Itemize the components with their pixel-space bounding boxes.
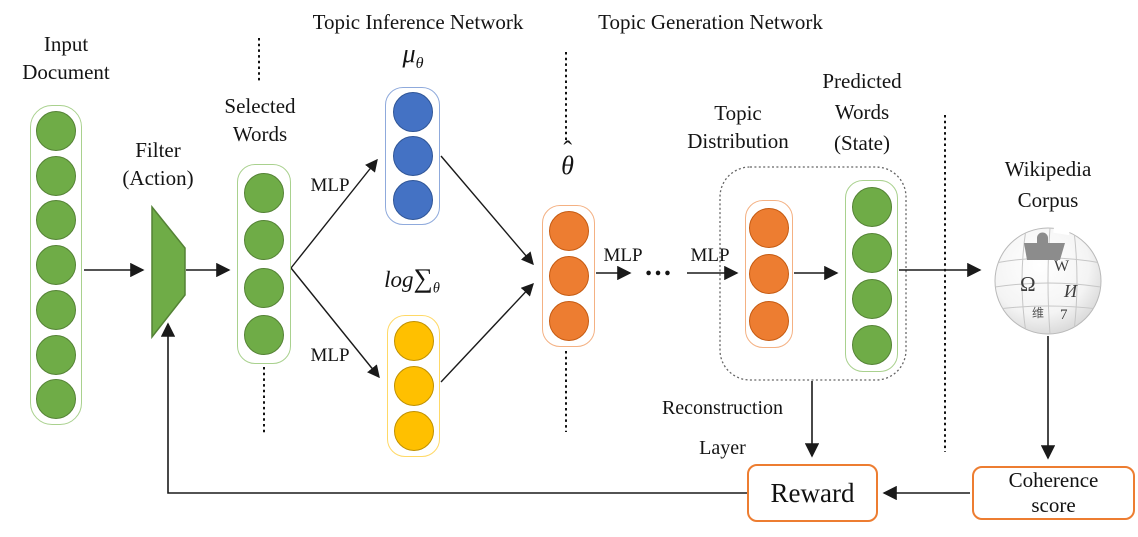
mu-symbol: μ — [402, 39, 416, 68]
theta-hat-column — [542, 205, 595, 347]
label-predicted-line1: Predicted — [822, 69, 902, 93]
arrow-reward-to-filter — [160, 322, 747, 494]
node-circle — [244, 172, 284, 213]
log-sigma-column — [387, 315, 440, 457]
coherence-label-line2: score — [1031, 493, 1076, 517]
filter-shape — [151, 204, 186, 340]
label-mlp-lower: MLP — [310, 345, 350, 366]
label-topicdist-line1: Topic — [714, 101, 762, 125]
globe-glyph-w: W — [1054, 258, 1070, 275]
label-reconstruction-layer: Reconstruction Layer — [645, 388, 800, 468]
node-circle — [36, 289, 76, 330]
label-reconstruction-line2: Layer — [699, 437, 746, 459]
title-topic-generation-network: Topic Generation Network — [598, 10, 823, 34]
label-filter-line2: (Action) — [122, 166, 194, 190]
node-circle — [36, 200, 76, 241]
label-input-line1: Input — [43, 32, 89, 56]
label-mlp-topicdist-in: MLP — [690, 245, 730, 266]
node-circle — [36, 245, 76, 285]
node-circle — [393, 321, 434, 361]
topic-distribution-column — [745, 200, 793, 348]
node-circle — [392, 180, 433, 220]
reconstruction-layer-box — [719, 166, 907, 381]
label-filter-line1: Filter — [135, 138, 181, 162]
predicted-words-column — [845, 180, 898, 372]
node-circle — [392, 92, 433, 132]
node-circle — [244, 315, 284, 356]
label-reconstruction-line1: Reconstruction — [661, 397, 784, 419]
node-circle — [851, 187, 892, 227]
label-wikipedia-line2: Corpus — [1017, 188, 1079, 212]
log-symbol: log — [384, 267, 414, 292]
theta-hat-accent: ˆ — [563, 136, 573, 165]
node-circle — [851, 233, 892, 273]
label-mlp-upper: MLP — [310, 175, 350, 196]
sigma-symbol: ∑ — [413, 263, 433, 293]
node-circle — [851, 279, 892, 319]
label-input-document: Input Document — [6, 30, 126, 86]
wikipedia-globe-icon: Ω W И 7 维 — [994, 221, 1102, 335]
arrow-logsigma-to-theta — [440, 282, 534, 383]
theta-symbol: θ — [561, 151, 574, 180]
node-circle — [36, 110, 76, 151]
arrow-selected-to-logsigma — [290, 267, 380, 379]
node-circle — [851, 325, 892, 365]
globe-glyphs: Ω W И 7 维 — [1020, 258, 1078, 323]
arrow-mu-to-theta — [440, 155, 534, 266]
label-predicted-line3: (State) — [834, 131, 890, 155]
node-circle — [548, 256, 589, 296]
globe-glyph-cjk: 维 — [1032, 306, 1044, 320]
label-selected-line1: Selected — [224, 94, 296, 118]
node-circle — [749, 254, 789, 294]
mu-subscript: θ — [415, 55, 424, 73]
label-predicted-line2: Words — [834, 100, 890, 124]
globe-glyph-7: 7 — [1060, 307, 1068, 323]
label-mu-theta: μθ — [382, 40, 444, 78]
node-circle — [392, 136, 433, 176]
label-predicted-words-state: Predicted Words (State) — [802, 66, 922, 159]
title-topic-inference-network: Topic Inference Network — [312, 10, 524, 34]
node-circle — [548, 301, 589, 341]
label-log-sigma-theta: log∑θ — [362, 264, 462, 303]
label-wikipedia-line1: Wikipedia — [1004, 157, 1092, 181]
arrow-selected-to-mu — [290, 158, 378, 269]
node-circle — [749, 300, 789, 341]
node-circle — [244, 220, 284, 261]
node-circle — [393, 366, 434, 406]
selected-words-column — [237, 164, 291, 364]
label-filter-action: Filter (Action) — [98, 136, 218, 192]
label-topicdist-line2: Distribution — [687, 129, 789, 153]
node-circle — [36, 379, 76, 420]
label-selected-words: Selected Words — [200, 92, 320, 148]
node-circle — [244, 267, 284, 308]
input-document-column — [30, 105, 82, 425]
node-circle — [393, 411, 434, 451]
ellipsis-hidden-layers: … — [644, 251, 674, 282]
node-circle — [36, 155, 76, 196]
sigma-subscript: θ — [432, 280, 440, 297]
globe-top-notch — [1053, 221, 1071, 236]
globe-missing-piece — [1024, 232, 1065, 260]
globe-glyph-omega: Ω — [1020, 272, 1036, 296]
reward-label: Reward — [770, 477, 855, 508]
node-circle — [548, 211, 589, 251]
globe-puzzle-lines — [995, 228, 1101, 334]
node-circle — [36, 334, 76, 375]
label-mlp-theta-out: MLP — [603, 245, 643, 266]
coherence-score-box: Coherence score — [972, 466, 1135, 520]
label-wikipedia-corpus: Wikipedia Corpus — [988, 154, 1108, 216]
globe-glyph-i: И — [1063, 281, 1078, 301]
node-circle — [749, 207, 789, 248]
label-topic-distribution: Topic Distribution — [668, 99, 808, 155]
label-input-line2: Document — [22, 60, 110, 84]
mu-column — [385, 87, 440, 225]
coherence-label-line1: Coherence — [1008, 468, 1099, 492]
label-selected-line2: Words — [232, 122, 288, 146]
reward-box: Reward — [747, 464, 878, 522]
